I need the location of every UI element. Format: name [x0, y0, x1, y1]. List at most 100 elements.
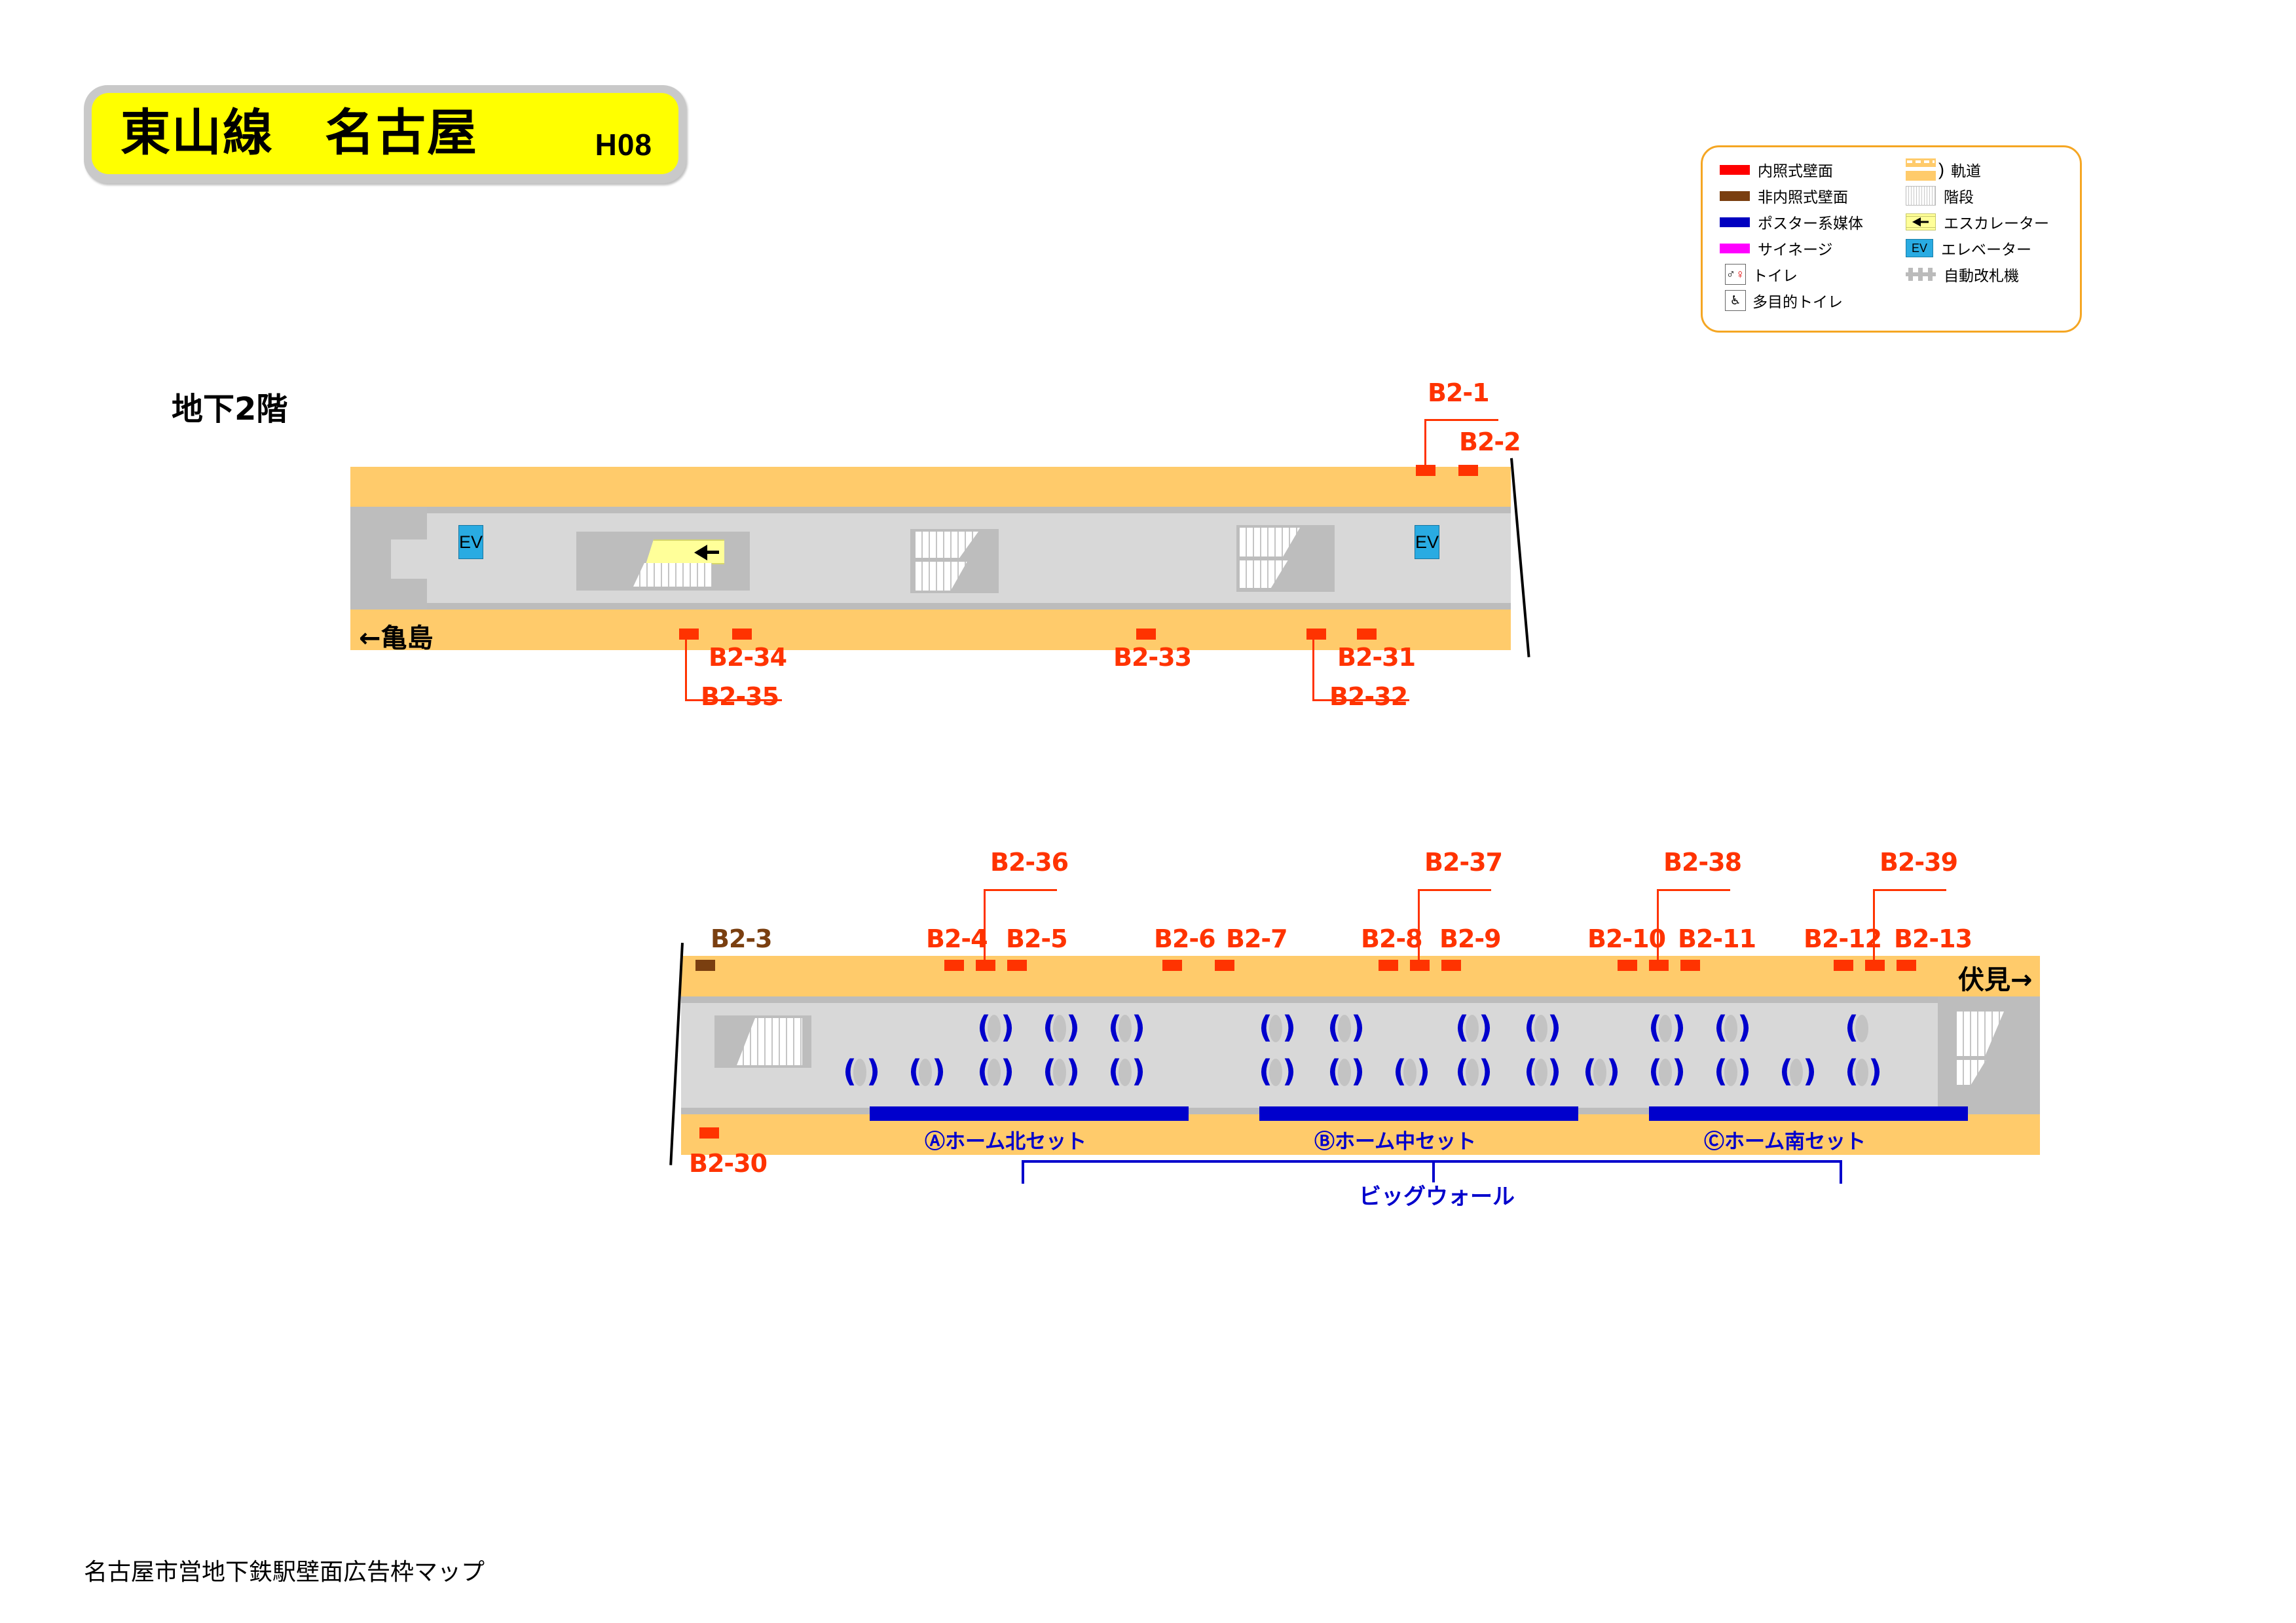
- legend-label: サイネージ: [1758, 242, 1833, 259]
- ad-marker-b2-37[interactable]: [1410, 960, 1430, 971]
- bigwall-bracket-stem: [1432, 1160, 1435, 1182]
- legend-left-column: 内照式壁面 非内照式壁面 ポスター系媒体 サイネージ ♂♀ トイレ ♿ 多目的ト…: [1720, 156, 1863, 314]
- poster-set-label-a: Ⓐホーム北セット: [925, 1130, 1087, 1154]
- ticket-gate-icon: [1906, 268, 1936, 281]
- ad-marker-b2-30[interactable]: [699, 1127, 719, 1139]
- platform-pillar: (): [1043, 1010, 1081, 1045]
- ad-marker-b2-9[interactable]: [1441, 960, 1461, 971]
- leader-line-b2-38-horizontal: [1657, 889, 1730, 891]
- legend-item-non-illuminated-wall: 非内照式壁面: [1720, 183, 1863, 209]
- direction-label-kameshima: ←亀島: [359, 623, 434, 653]
- upper-floor-plan: EV EV B2-1 B2-2 B2-34 B2-35 B2-33 B2-31 …: [0, 0, 2296, 733]
- ad-marker-b2-35[interactable]: [679, 629, 699, 640]
- ad-marker-b2-8[interactable]: [1379, 960, 1398, 971]
- accessible-toilet-icon: ♿: [1725, 290, 1746, 311]
- legend-item-poster-media: ポスター系媒体: [1720, 209, 1863, 235]
- leader-line-b2-35: [685, 638, 687, 701]
- poster-bar-set-b[interactable]: [1259, 1106, 1578, 1121]
- elevator-icon: EV: [1906, 239, 1933, 257]
- escalator-direction-arrow-icon: [694, 545, 707, 560]
- ad-marker-b2-31[interactable]: [1357, 629, 1377, 640]
- lower-track-band-top: [681, 956, 2040, 996]
- ad-marker-b2-3[interactable]: [695, 960, 715, 971]
- upper-elevator-left: EV: [458, 525, 483, 559]
- ad-marker-b2-1[interactable]: [1416, 465, 1435, 476]
- poster-set-label-c: Ⓒホーム南セット: [1704, 1130, 1866, 1154]
- ad-label-b2-9: B2-9: [1439, 924, 1502, 953]
- ad-label-b2-5: B2-5: [1006, 924, 1068, 953]
- leader-line-b2-36-horizontal: [984, 889, 1057, 891]
- upper-elevator-right: EV: [1415, 525, 1439, 559]
- legend-item-accessible-toilet: ♿ 多目的トイレ: [1720, 287, 1863, 314]
- legend-right-column: ) 軌道 階段 エスカレーター EV エレベーター 自動改札機: [1906, 156, 2049, 287]
- platform-pillar: (): [1327, 1053, 1365, 1089]
- ad-marker-b2-12[interactable]: [1834, 960, 1853, 971]
- ad-label-b2-38: B2-38: [1663, 848, 1742, 877]
- page-title: 東山線 名古屋: [120, 105, 478, 161]
- ad-label-b2-32: B2-32: [1329, 682, 1408, 711]
- platform-pillar: (): [1259, 1053, 1297, 1089]
- ad-label-b2-2: B2-2: [1459, 428, 1521, 456]
- magenta-swatch: [1720, 243, 1750, 253]
- leader-line-b2-1-horizontal: [1424, 419, 1498, 421]
- legend-label: 非内照式壁面: [1758, 189, 1848, 206]
- upper-left-block-lower: [391, 579, 427, 611]
- ad-marker-b2-13[interactable]: [1897, 960, 1916, 971]
- ad-label-b2-7: B2-7: [1226, 924, 1288, 953]
- platform-pillar: (): [1524, 1053, 1562, 1089]
- ad-marker-b2-5[interactable]: [1007, 960, 1027, 971]
- ad-label-b2-13: B2-13: [1894, 924, 1972, 953]
- station-title-inner: 東山線 名古屋 H08: [92, 93, 678, 174]
- leader-line-b2-35-horizontal: [685, 699, 782, 701]
- ad-marker-b2-39[interactable]: [1865, 960, 1885, 971]
- ad-marker-b2-7[interactable]: [1215, 960, 1234, 971]
- ad-marker-b2-38[interactable]: [1649, 960, 1669, 971]
- ad-marker-b2-6[interactable]: [1162, 960, 1182, 971]
- platform-pillar: (): [1779, 1053, 1817, 1089]
- lower-track-band-bottom: [681, 1114, 2040, 1155]
- platform-pillar: (): [1583, 1053, 1621, 1089]
- platform-pillar: (): [1455, 1053, 1493, 1089]
- platform-pillar: (): [1524, 1010, 1562, 1045]
- upper-left-block-upper: [391, 507, 427, 539]
- upper-track-band-top: [350, 467, 1511, 507]
- ad-marker-b2-33[interactable]: [1136, 629, 1156, 640]
- platform-pillar: (): [1845, 1053, 1883, 1089]
- station-title-banner: 東山線 名古屋 H08: [84, 85, 686, 183]
- legend-item-signage: サイネージ: [1720, 235, 1863, 261]
- platform-pillar: (): [977, 1053, 1015, 1089]
- leader-line-b2-1: [1424, 419, 1426, 466]
- ad-marker-b2-4[interactable]: [944, 960, 964, 971]
- ad-label-b2-3: B2-3: [711, 924, 773, 953]
- legend-label: ポスター系媒体: [1758, 215, 1863, 232]
- legend-box: 内照式壁面 非内照式壁面 ポスター系媒体 サイネージ ♂♀ トイレ ♿ 多目的ト…: [1701, 145, 2082, 333]
- leader-line-b2-32: [1312, 638, 1314, 701]
- ad-marker-b2-36[interactable]: [976, 960, 995, 971]
- poster-bar-set-c[interactable]: [1649, 1106, 1968, 1121]
- upper-stairwell-trim-1a: [576, 532, 722, 539]
- ad-marker-b2-11[interactable]: [1680, 960, 1700, 971]
- platform-pillar: (): [977, 1010, 1015, 1045]
- ad-marker-b2-2[interactable]: [1458, 465, 1478, 476]
- platform-pillar: (): [1043, 1053, 1081, 1089]
- red-swatch: [1720, 164, 1750, 175]
- platform-pillar: (): [1393, 1053, 1431, 1089]
- ad-label-b2-34: B2-34: [709, 643, 787, 672]
- female-glyph: ♀: [1735, 267, 1745, 282]
- leader-line-b2-32-horizontal: [1312, 699, 1409, 701]
- floor-label: 地下2階: [172, 391, 288, 428]
- ad-label-b2-36: B2-36: [990, 848, 1069, 877]
- legend-label: エレベーター: [1941, 242, 2031, 259]
- ad-marker-b2-34[interactable]: [732, 629, 752, 640]
- legend-item-stairs: 階段: [1906, 183, 2049, 209]
- ad-label-b2-33: B2-33: [1113, 643, 1192, 672]
- ad-marker-b2-32[interactable]: [1306, 629, 1326, 640]
- ad-label-b2-8: B2-8: [1361, 924, 1423, 953]
- platform-floor: [681, 996, 2040, 1124]
- ad-marker-b2-10[interactable]: [1618, 960, 1637, 971]
- ad-label-b2-11: B2-11: [1678, 924, 1756, 953]
- toilet-icon: ♂♀: [1725, 264, 1746, 285]
- male-glyph: ♂: [1726, 267, 1735, 282]
- ad-label-b2-31: B2-31: [1337, 643, 1416, 672]
- poster-bar-set-a[interactable]: [870, 1106, 1189, 1121]
